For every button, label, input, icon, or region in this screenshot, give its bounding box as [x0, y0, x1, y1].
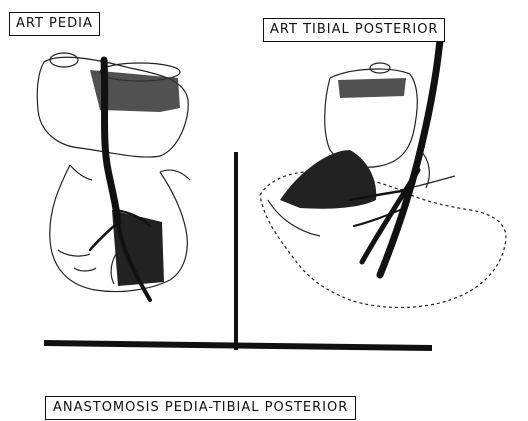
- tibial-shaded-top: [338, 78, 406, 98]
- tibial-shaded-region: [280, 150, 376, 209]
- label-art-tibial-posterior: ART TIBIAL POSTERIOR: [263, 18, 445, 42]
- label-anastomosis: ANASTOMOSIS PEDIA-TIBIAL POSTERIOR: [45, 396, 356, 420]
- horizontal-divider: [44, 343, 432, 348]
- label-art-pedia: ART PEDIA: [9, 12, 100, 36]
- artery-tibial-posterior: [350, 40, 440, 275]
